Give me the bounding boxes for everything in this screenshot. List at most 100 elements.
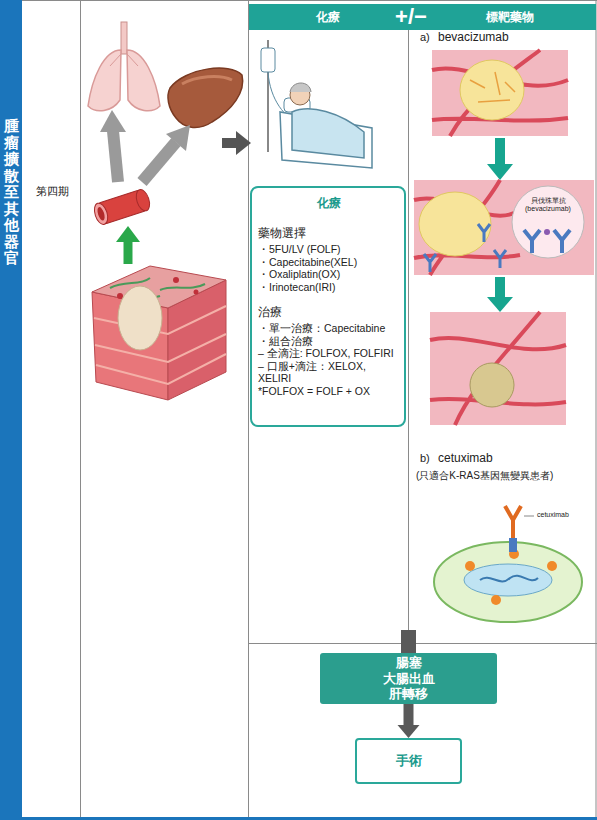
liver-figure — [168, 68, 243, 127]
node-title: 手術 — [396, 752, 422, 770]
teal-arrow-2 — [487, 277, 513, 312]
tissue-block-part — [118, 286, 162, 350]
arrow-head — [398, 725, 420, 738]
node-text: 肝轉移 — [324, 686, 493, 702]
tissue-block-part — [194, 290, 199, 295]
node-text: +/− — [389, 4, 433, 30]
cetuximab-cell-part — [491, 595, 501, 605]
cetuximab-cell-part — [509, 538, 517, 552]
node-text: ・Irinotecan(IRI) — [258, 281, 399, 294]
bevacizumab-image-3-part — [430, 312, 566, 425]
bevacizumab-image-2-part — [524, 230, 570, 253]
table-rules-part — [248, 0, 249, 820]
node-text: ・Capecitabine(XEL) — [258, 256, 399, 269]
table-rules — [22, 0, 597, 820]
teal-arrow-1-part — [487, 164, 513, 180]
arrow-stub — [401, 630, 416, 653]
teal-arrow-1-part — [495, 138, 505, 165]
bevacizumab-image-2-part — [424, 224, 506, 272]
header-band: 化療+/−標靶藥物 — [249, 4, 596, 30]
node-title: 化療 — [258, 195, 399, 212]
node-text: ・組合治療 — [258, 335, 399, 348]
bottom-rule — [0, 817, 597, 820]
figure-label: bevacizumab — [438, 31, 509, 45]
invasion-arrow-part — [116, 226, 140, 242]
tissue-block-part — [173, 277, 179, 283]
bevacizumab-image-2-part — [414, 180, 594, 275]
bevacizumab-image-1 — [432, 50, 568, 136]
cetuximab-cell-part — [505, 506, 521, 538]
patient-figure-part — [261, 48, 275, 72]
cetuximab-cell — [434, 506, 582, 622]
tissue-block-part — [117, 293, 123, 299]
arrow-shaft — [404, 704, 414, 726]
node-title: 腫瘤擴散至其他器官 — [4, 118, 19, 267]
blood-vessel — [92, 188, 152, 226]
figure-label: cetuximab — [537, 511, 569, 519]
bevacizumab-image-3-part — [430, 312, 566, 425]
side-band: 腫瘤擴散至其他器官 — [0, 0, 22, 820]
surgery-box: 手術 — [355, 738, 462, 784]
node-text: *FOLFOX = FOLF + OX — [258, 385, 399, 398]
invasion-arrow-part — [124, 240, 133, 264]
bevacizumab-image-1-part — [460, 60, 524, 120]
node-text: 藥物選擇 — [258, 226, 399, 241]
stage-cell: 第四期 — [22, 0, 80, 820]
blood-vessel-part — [96, 206, 106, 221]
bevacizumab-image-2-part — [414, 180, 520, 275]
figure-label: (只適合K-RAS基因無變異患者) — [416, 470, 553, 482]
teal-arrow-1 — [487, 138, 513, 180]
bevacizumab-image-1-part — [432, 50, 568, 136]
node-text: ・單一治療：Capecitabine — [258, 322, 399, 335]
bevacizumab-image-1-part — [432, 50, 568, 136]
tissue-block — [92, 266, 226, 400]
bevacizumab-image-2-part — [512, 186, 584, 258]
spread-arrows-part — [113, 131, 118, 182]
lungs-figure-part — [110, 54, 138, 66]
cetuximab-cell-part — [480, 576, 538, 582]
node-text: 大腸出血 — [324, 671, 493, 687]
node-text: ・5FU/LV (FOLF) — [258, 243, 399, 256]
lungs-figure — [88, 22, 160, 111]
table-rules-part — [80, 0, 81, 820]
figure-label: 貝伐珠單抗 (bevacizumab) — [518, 197, 578, 213]
complication-box: 腸塞大腸出血肝轉移 — [320, 653, 497, 704]
patient-figure — [261, 40, 372, 168]
node-text: – 口服+滴注：XELOX, XELIRI — [258, 360, 399, 385]
teal-arrow-2-part — [487, 297, 513, 312]
cetuximab-cell-part — [465, 561, 475, 571]
table-rules-part — [22, 0, 597, 1]
table-rules-part — [248, 643, 597, 644]
bevacizumab-image-1-part — [470, 72, 515, 102]
cetuximab-cell-part — [547, 561, 557, 571]
lungs-figure-part — [121, 22, 127, 54]
invasion-arrow — [116, 226, 140, 264]
node-title: 第四期 — [22, 0, 80, 199]
table-rules-part — [596, 0, 597, 820]
flow-arrow — [398, 704, 420, 738]
bevacizumab-image-2-part — [419, 192, 491, 256]
blood-vessel-part — [92, 201, 110, 226]
bevacizumab-image-2-part — [544, 229, 550, 235]
to-chemo-arrow-part — [222, 138, 238, 148]
node-title: 化療 — [249, 9, 389, 26]
to-chemo-arrow — [222, 131, 251, 155]
node-text: ・Oxaliplatin(OX) — [258, 268, 399, 281]
figure-label: b) — [420, 452, 430, 465]
figure-label: a) — [420, 31, 430, 44]
bevacizumab-image-2 — [414, 180, 594, 275]
spread-arrows-part — [166, 125, 190, 151]
chemo-box: 化療藥物選擇・5FU/LV (FOLF)・Capecitabine(XEL)・O… — [250, 186, 406, 427]
cetuximab-cell-part — [464, 564, 552, 596]
spread-arrows-part — [142, 142, 176, 182]
cetuximab-cell-part — [434, 542, 582, 622]
node-text: 標靶藥物 — [433, 9, 596, 26]
liver-figure-part — [168, 68, 243, 127]
bevacizumab-image-3 — [430, 312, 566, 425]
spread-arrows-part — [100, 110, 126, 132]
node-text: 治療 — [258, 305, 399, 320]
teal-arrow-2-part — [495, 277, 505, 298]
to-chemo-arrow-part — [236, 131, 251, 155]
node-title: 腸塞 — [324, 655, 493, 671]
